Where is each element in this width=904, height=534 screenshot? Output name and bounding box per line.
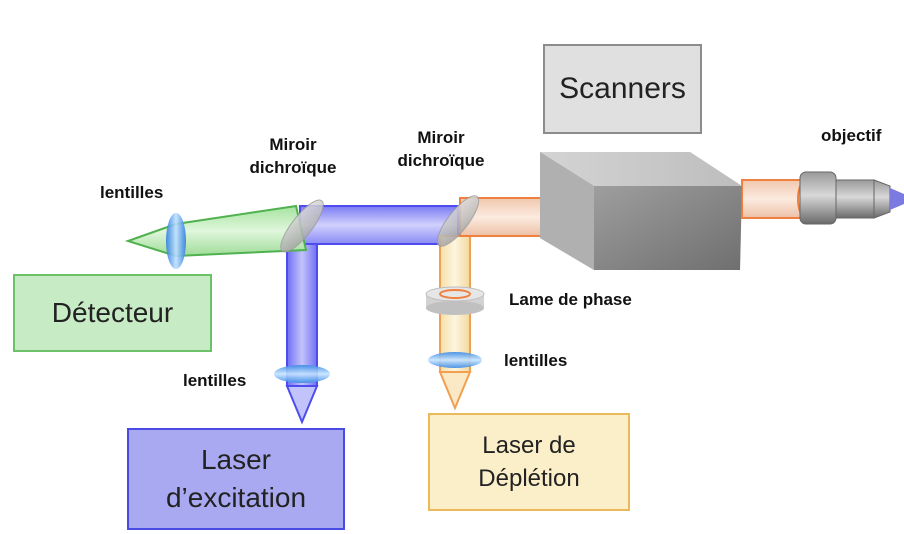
depletion-beam-vertical <box>438 235 472 411</box>
scanners-box: Scanners <box>543 44 702 134</box>
lens-excitation-icon <box>274 365 330 383</box>
dichroic-mirror-1-line1: Miroir <box>269 135 317 154</box>
dichroic-mirror-2-label: Miroir dichroïque <box>386 126 496 172</box>
dichroic-mirror-1-line2: dichroïque <box>249 158 337 177</box>
dichroic-mirror-2-icon <box>436 195 480 247</box>
depletion-laser-box: Laser de Déplétion <box>428 413 630 511</box>
dichroic-mirror-1-icon <box>280 199 324 253</box>
depletion-laser-line2: Déplétion <box>478 465 580 492</box>
excitation-laser-line2: d’excitation <box>165 482 307 513</box>
scanners-label: Scanners <box>559 72 686 105</box>
depletion-laser-line1: Laser de <box>482 432 576 459</box>
excitation-beam-horizontal <box>299 205 459 245</box>
detector-label: Détecteur <box>51 297 174 328</box>
lenses-depletion-label: lentilles <box>504 351 568 370</box>
detection-beam <box>124 204 308 258</box>
detector-box: Détecteur <box>13 274 212 352</box>
excitation-laser-box: Laser d’excitation <box>127 428 345 530</box>
dichroic-mirror-2-line1: Miroir <box>417 128 465 147</box>
lens-depletion-icon <box>428 352 482 368</box>
lens-detector-icon <box>166 213 186 269</box>
excitation-laser-line1: Laser <box>200 444 272 475</box>
dichroic-mirror-1-label: Miroir dichroïque <box>238 133 348 179</box>
lenses-detector-label: lentilles <box>100 183 164 202</box>
lenses-excitation-label: lentilles <box>183 371 247 390</box>
objective-lens <box>799 171 904 225</box>
phase-plate-label: Lame de phase <box>509 290 632 309</box>
scanner-cube <box>540 152 742 270</box>
objective-label: objectif <box>821 126 882 145</box>
excitation-beam-vertical <box>285 235 319 425</box>
phase-plate-icon <box>425 286 485 315</box>
dichroic-mirror-2-line2: dichroïque <box>397 151 485 170</box>
